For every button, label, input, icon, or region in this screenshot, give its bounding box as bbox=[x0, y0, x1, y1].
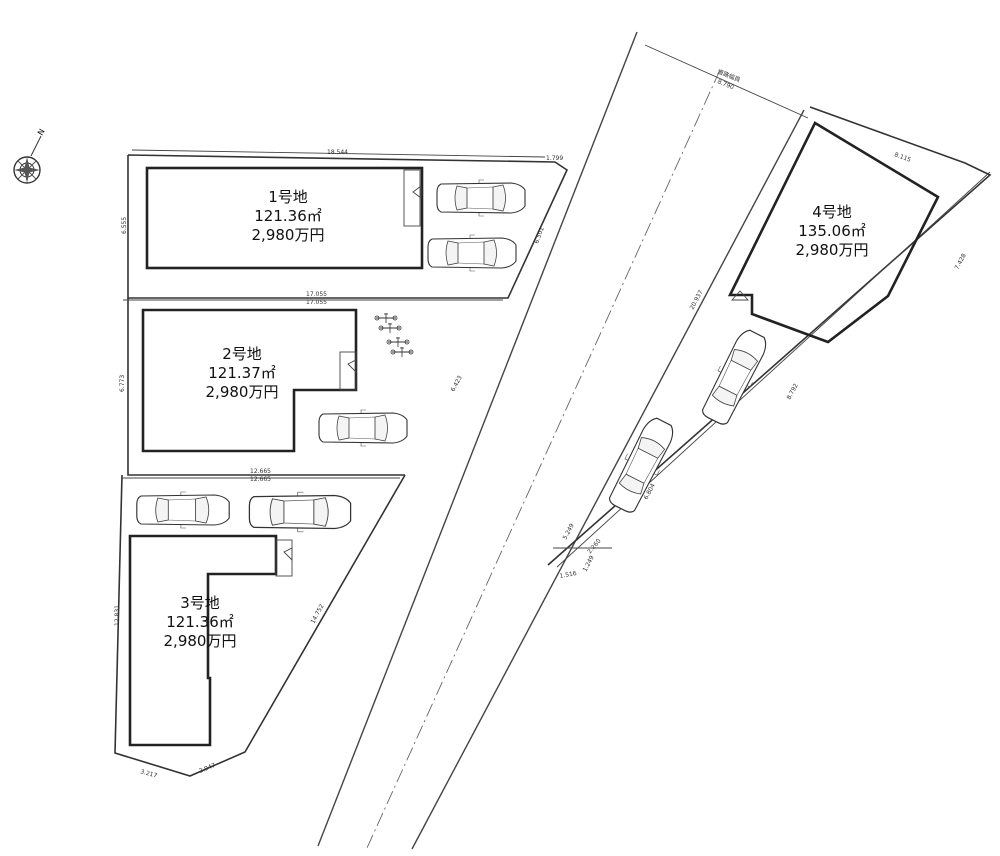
car-lot1-b bbox=[427, 234, 517, 272]
dim-lot3-right: 14.752 bbox=[310, 603, 326, 625]
bicycle-3 bbox=[386, 336, 410, 348]
dim-lot4-left: 20.937 bbox=[689, 289, 705, 311]
lot4-house bbox=[727, 121, 940, 344]
dim-lot4-right: 8.792 bbox=[786, 382, 800, 401]
dim-lot3-bottom-left: 3.217 bbox=[139, 768, 158, 780]
road bbox=[317, 31, 809, 850]
lot1-name: 1号地 bbox=[268, 188, 308, 206]
lot2-name: 2号地 bbox=[222, 345, 262, 363]
dim-lot23-a: 12.665 bbox=[250, 468, 271, 475]
dim-lot4-right-top: 7.428 bbox=[954, 252, 968, 271]
lot3-house bbox=[128, 534, 293, 747]
bicycle-1 bbox=[374, 312, 398, 324]
dim-lot4-top: 8.115 bbox=[893, 151, 912, 164]
dim-lot12-a: 17.055 bbox=[306, 291, 327, 298]
lot1-price: 2,980万円 bbox=[251, 226, 325, 244]
dim-lot3-bottom-right: 2.947 bbox=[198, 762, 217, 775]
lot4-area: 135.06㎡ bbox=[798, 222, 866, 240]
compass-north-label: N bbox=[36, 127, 47, 137]
car-lot1-a bbox=[436, 179, 526, 217]
dim-lot4-bottom-b: 1.249 bbox=[582, 554, 596, 573]
lot3-name: 3号地 bbox=[180, 594, 220, 612]
dim-lot4-left-low: 5.249 bbox=[562, 522, 576, 541]
lot3-outline bbox=[114, 474, 406, 777]
dim-lot1-top: 18.544 bbox=[327, 149, 348, 156]
compass-icon: N bbox=[13, 127, 47, 184]
dim-lot23-b: 12.665 bbox=[250, 476, 271, 483]
lot3-area: 121.36㎡ bbox=[166, 613, 234, 631]
lot1-outline bbox=[127, 149, 569, 299]
lot4-name: 4号地 bbox=[812, 203, 852, 221]
dim-lot4-bottom-a: 2.260 bbox=[586, 537, 603, 555]
lot4-label: 4号地 135.06㎡ 2,980万円 bbox=[752, 203, 912, 260]
bicycle-4 bbox=[390, 346, 414, 358]
lot2-area: 121.37㎡ bbox=[208, 364, 276, 382]
lot1-area: 121.36㎡ bbox=[254, 207, 322, 225]
lot3-label: 3号地 121.36㎡ 2,980万円 bbox=[120, 594, 280, 651]
lot1-label: 1号地 121.36㎡ 2,980万円 bbox=[208, 188, 368, 245]
dim-lot4-bottom-c: 1.516 bbox=[559, 570, 577, 580]
lot2-label: 2号地 121.37㎡ 2,980万円 bbox=[162, 345, 322, 402]
lot2-house bbox=[141, 308, 358, 453]
dim-lot1-right: 6.501 bbox=[533, 226, 546, 245]
dim-lot3-left: 12.831 bbox=[114, 605, 121, 626]
car-lot3-b bbox=[248, 491, 352, 533]
dim-lot2-right: 6.423 bbox=[450, 374, 464, 393]
lot1-house bbox=[145, 166, 424, 270]
dim-lot12-b: 17.055 bbox=[306, 299, 327, 306]
car-lot2 bbox=[318, 409, 408, 447]
car-lot3-a bbox=[136, 491, 230, 529]
bicycle-2 bbox=[378, 322, 402, 334]
dim-lot1-top-right: 1.799 bbox=[546, 155, 563, 162]
lot4-price: 2,980万円 bbox=[795, 241, 869, 259]
lot2-price: 2,980万円 bbox=[205, 383, 279, 401]
lot3-price: 2,980万円 bbox=[163, 632, 237, 650]
dim-lot1-left: 6.555 bbox=[121, 217, 128, 234]
lot2-outline bbox=[127, 298, 405, 476]
dim-lot2-left: 6.773 bbox=[119, 375, 126, 392]
